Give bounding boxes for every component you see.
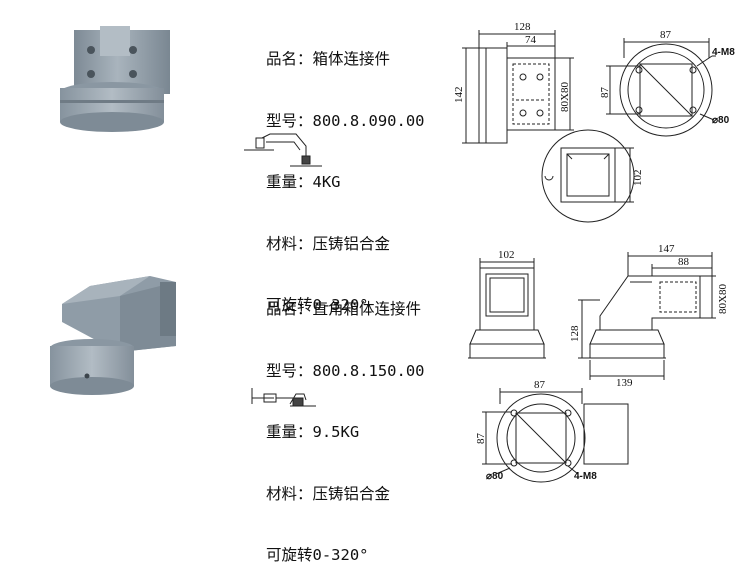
drawing-2-side-view (578, 252, 716, 380)
screw-icon (84, 373, 90, 379)
dim-flange-size: 87 (660, 29, 672, 41)
dim-bolts: 4-M8 (712, 47, 735, 58)
dim-base-length: 139 (616, 377, 633, 389)
drawing-1-bottom-view (541, 129, 635, 223)
dim-circle-dia: ⌀80 (712, 115, 730, 126)
bolt-icon (87, 70, 95, 78)
drawing-1-side-view (462, 30, 574, 144)
drawings-canvas: 128 74 142 80X80 87 87 4-M8 ⌀80 102 (50, 21, 735, 483)
dim-circle-dia: ⌀80 (486, 471, 504, 482)
bolt-icon (87, 46, 95, 54)
dim-height: 128 (569, 325, 581, 342)
dim-overall-width: 128 (514, 21, 531, 33)
spec-weight: 重量：4KG (266, 173, 341, 191)
drawing-2-front-view (468, 258, 546, 359)
product-photo-2 (50, 276, 176, 395)
mount-schematic-2 (251, 388, 316, 407)
dim-box-size: 80X80 (559, 82, 571, 112)
spec-model: 型号：800.8.090.00 (266, 111, 425, 130)
drawing-2-top-view (482, 388, 629, 483)
dim-height: 142 (453, 87, 465, 104)
bolt-icon (129, 46, 137, 54)
dim-inner-width: 74 (525, 34, 537, 46)
dim-flange-size: 87 (534, 379, 546, 391)
spec-model: 型号：800.8.150.00 (266, 361, 425, 380)
dim-flange-size-side: 87 (475, 433, 487, 445)
dim-overall-width: 147 (658, 243, 675, 255)
dim-arm-length: 88 (678, 256, 690, 268)
dim-bolts: 4-M8 (574, 471, 597, 482)
spec-material: 材料：压铸铝合金 (266, 234, 391, 253)
spec-weight: 重量：9.5KG (266, 423, 360, 441)
spec-rotation: 可旋转0-320° (266, 296, 369, 314)
drawing-1-top-view (606, 38, 716, 137)
dim-lower-height: 102 (632, 170, 644, 187)
dim-flange-size-side: 87 (599, 87, 611, 99)
spec-name: 品名：直角箱体连接件 (266, 300, 422, 318)
mount-schematic-1 (244, 133, 322, 167)
bolt-icon (129, 70, 137, 78)
spec-block-1: 品名：箱体连接件 型号：800.8.090.00 重量：4KG 材料：压铸铝合金… (266, 8, 424, 336)
spec-rotation: 可旋转0-320° (266, 546, 369, 564)
dim-front-width: 102 (498, 249, 515, 261)
product-photo-1 (60, 26, 170, 132)
dim-box-size: 80X80 (717, 284, 729, 314)
spec-name: 品名：箱体连接件 (266, 50, 391, 68)
